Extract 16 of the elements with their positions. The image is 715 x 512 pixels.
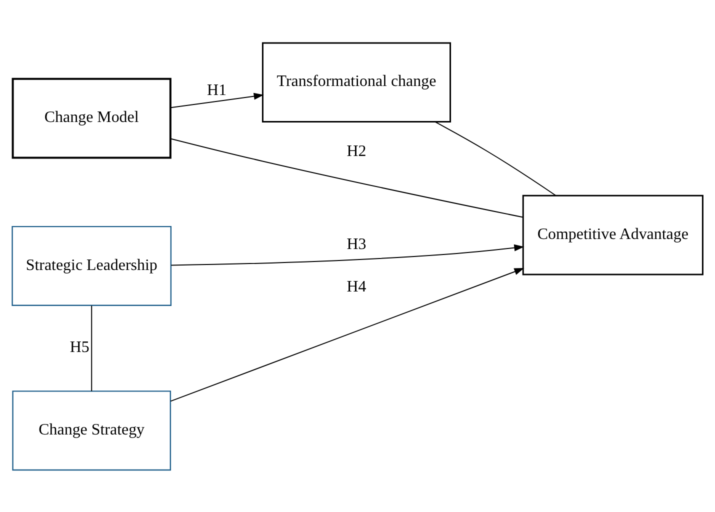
- edge-label: H2: [346, 142, 366, 160]
- arrow: [170, 92, 264, 108]
- edge-label: H5: [70, 338, 90, 356]
- node-box: Change Model: [12, 77, 172, 158]
- edge-label: H3: [346, 235, 366, 252]
- connector: [434, 120, 556, 196]
- edge-label: H4: [346, 278, 366, 296]
- edge-label: H1: [207, 82, 227, 99]
- node-box: Transformational change: [262, 42, 452, 122]
- arrow: [170, 244, 524, 266]
- connector: [91, 304, 92, 392]
- node-box: Change Strategy: [12, 390, 172, 470]
- node-box: Competitive Advantage: [522, 194, 704, 275]
- arrow: [170, 268, 524, 402]
- node-box: Strategic Leadership: [12, 225, 172, 306]
- connector: [170, 138, 524, 218]
